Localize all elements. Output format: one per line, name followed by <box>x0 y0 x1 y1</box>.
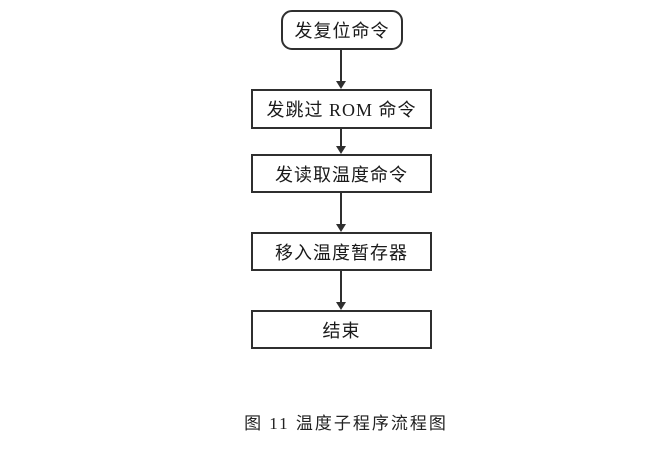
flowchart-node-start: 发复位命令 <box>281 10 403 50</box>
flowchart-node-end-label: 结束 <box>322 320 361 341</box>
arrow-line <box>340 271 342 302</box>
flowchart-node-read-temp-label: 发读取温度命令 <box>275 164 408 185</box>
flowchart-node-start-label: 发复位命令 <box>294 21 390 41</box>
flowchart-node-read-temp: 发读取温度命令 <box>251 154 432 193</box>
flowchart-node-skip-rom-label: 发跳过 ROM 命令 <box>266 100 417 120</box>
arrow-line <box>340 193 342 224</box>
arrow-down-icon <box>336 302 346 310</box>
arrow-line <box>340 50 342 81</box>
flowchart-node-end: 结束 <box>251 310 432 349</box>
arrow-skip-rom-to-read-temp <box>336 129 346 154</box>
arrow-read-temp-to-store-temp <box>336 193 346 232</box>
flowchart-node-skip-rom: 发跳过 ROM 命令 <box>251 89 432 129</box>
arrow-store-temp-to-end <box>336 271 346 310</box>
figure-caption: 图 11 温度子程序流程图 <box>244 414 448 433</box>
arrow-line <box>340 129 342 146</box>
arrow-start-to-skip-rom <box>336 50 346 89</box>
arrow-down-icon <box>336 224 346 232</box>
flowchart-node-store-temp-label: 移入温度暂存器 <box>275 242 408 263</box>
arrow-down-icon <box>336 81 346 89</box>
flowchart-node-store-temp: 移入温度暂存器 <box>251 232 432 271</box>
arrow-down-icon <box>336 146 346 154</box>
